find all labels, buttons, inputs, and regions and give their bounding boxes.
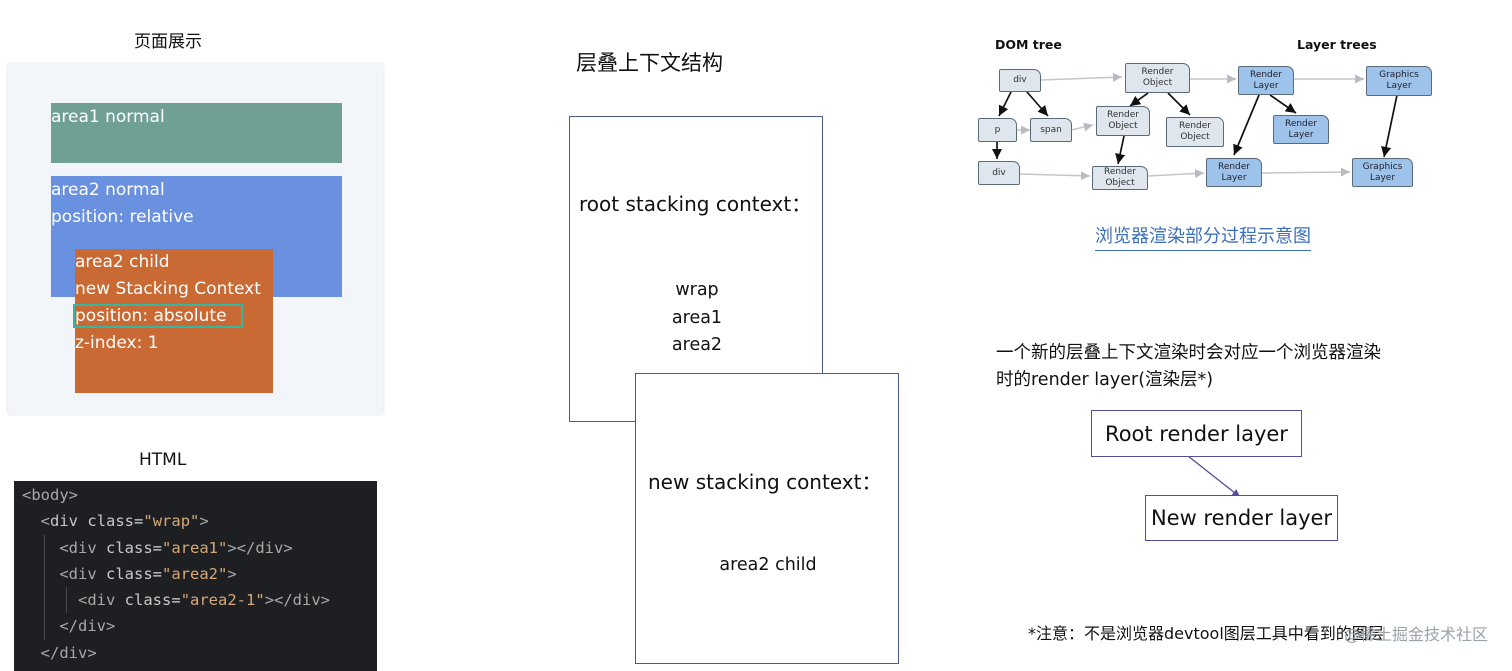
render-object-node: Render Object <box>1096 106 1150 136</box>
code-line: <div class="area2"> <box>14 560 377 588</box>
area1-box: area1 normal <box>51 103 342 163</box>
new-render-layer-box: New render layer <box>1145 495 1338 541</box>
area2-label-line1: area2 normal <box>51 180 165 200</box>
child-label-line3-highlight: position: absolute <box>73 304 243 328</box>
diagram-caption-link[interactable]: 浏览器渲染部分过程示意图 <box>1095 222 1311 251</box>
graphics-layer-node: Graphics Layer <box>1366 66 1432 96</box>
dom-tree-label: DOM tree <box>995 37 1062 52</box>
layer-trees-label: Layer trees <box>1297 37 1377 52</box>
code-line: </div> <box>40 643 97 662</box>
root-item: area1 <box>671 307 723 328</box>
area1-label: area1 normal <box>51 107 165 127</box>
root-item: area2 <box>671 335 723 355</box>
root-stacking-items: wrap area1 area2 <box>570 277 824 360</box>
stacking-structure-title: 层叠上下文结构 <box>576 51 723 75</box>
note-line2: 时的render layer(渲染层*) <box>996 370 1214 390</box>
child-label-line4: z-index: 1 <box>75 333 159 353</box>
render-object-node: Render Object <box>1125 63 1190 93</box>
new-stacking-item: area2 child <box>719 555 817 575</box>
dom-node-p: p <box>978 118 1017 142</box>
footnote: *注意：不是浏览器devtool图层工具中看到的图层 <box>1028 624 1384 643</box>
code-line: <div class="area1"></div> <box>14 534 377 561</box>
html-code-block: <body> <div class="wrap"> <div class="ar… <box>14 481 377 671</box>
render-layer-arrow <box>1187 455 1241 498</box>
render-object-node: Render Object <box>1166 117 1224 147</box>
root-stacking-context-box: root stacking context： wrap area1 area2 <box>569 116 823 422</box>
code-line: </div> <box>14 613 377 640</box>
render-layer-note: 一个新的层叠上下文渲染时会对应一个浏览器渲染 时的render layer(渲染… <box>996 340 1456 394</box>
dom-node-span: span <box>1030 118 1072 142</box>
code-line: <div class="area2-1"></div> <box>14 587 377 614</box>
note-line1: 一个新的层叠上下文渲染时会对应一个浏览器渲染 <box>996 343 1381 363</box>
root-stacking-context-label: root stacking context： <box>579 192 812 216</box>
graphics-layer-node: Graphics Layer <box>1352 158 1413 187</box>
dom-node-div-child: div <box>978 161 1020 185</box>
render-object-node: Render Object <box>1092 166 1148 190</box>
new-stacking-context-box: new stacking context： area2 child <box>635 373 899 664</box>
dom-node-div: div <box>999 69 1041 92</box>
watermark: @稀土掘金技术社区 <box>1344 625 1489 644</box>
root-item: wrap <box>675 280 719 300</box>
child-label-line1: area2 child <box>75 252 170 272</box>
code-line: <body> <box>22 486 78 504</box>
page-preview-title: 页面展示 <box>134 32 202 52</box>
render-layer-node: Render Layer <box>1206 158 1262 187</box>
area2-label-line2: position: relative <box>51 207 194 227</box>
child-label-line2: new Stacking Context <box>75 279 261 299</box>
html-title: HTML <box>139 450 187 470</box>
render-layer-node: Render Layer <box>1273 115 1329 144</box>
code-line: <div class="wrap"> <box>40 512 209 531</box>
render-layer-node: Render Layer <box>1238 66 1294 95</box>
area2-child-box: area2 child new Stacking Context positio… <box>73 249 273 393</box>
new-stacking-context-label: new stacking context： <box>648 470 882 494</box>
root-render-layer-box: Root render layer <box>1091 410 1302 457</box>
